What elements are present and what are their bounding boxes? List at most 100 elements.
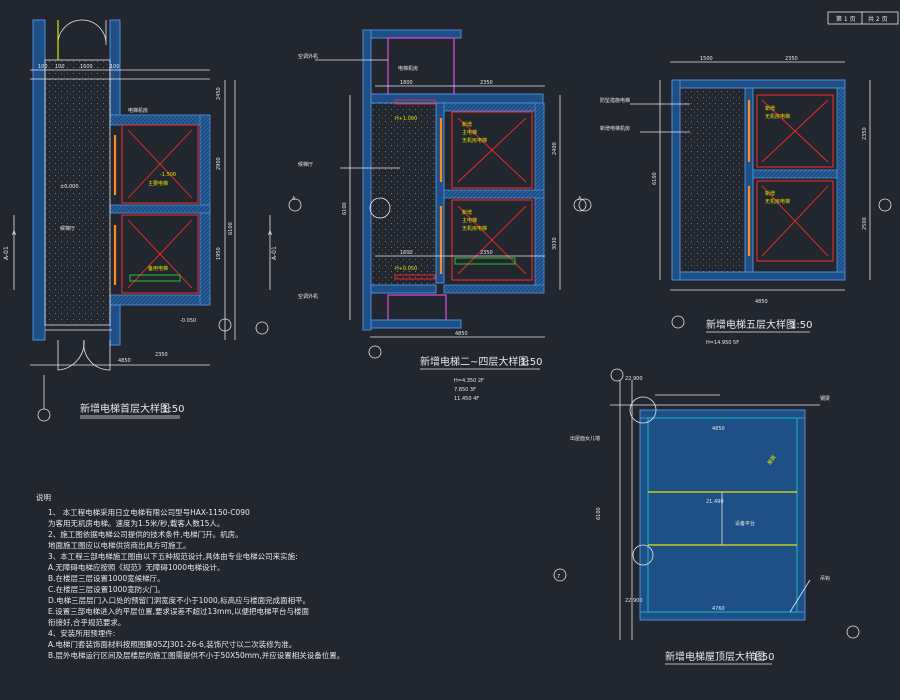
p2-tag-2: 主电梯	[462, 129, 477, 136]
p3-label-1: 防坠措施电梯	[600, 97, 630, 104]
p2-tag-6: 无机房电梯	[462, 225, 487, 232]
p2-level-4f: 11.450 4F	[454, 396, 479, 402]
p4-dim-top: 22.900	[625, 376, 643, 382]
p1-dim-v3: 6100	[228, 222, 234, 235]
p1-dim-bottom: 4850	[118, 358, 131, 364]
p1-label-depth: -1.500	[160, 172, 176, 178]
p3-tag-4: 无机房电梯	[765, 198, 790, 205]
p1-level: ±0.000	[60, 184, 79, 190]
p1-dim-v4: 2450	[216, 87, 222, 100]
p4-dim-bottom: 22.900	[625, 598, 643, 604]
note-9: D.电梯三层层门入口处的预留门洞宽度不小于1000,标高应与楼面完成面相平。	[48, 595, 310, 605]
p2-level-3f: 7.850 3F	[454, 387, 476, 393]
p1-dim-c: 1600	[80, 64, 93, 70]
p2-tag-4: 新增	[462, 209, 472, 216]
note-14: B.层外电梯运行区间及层楼层的施工图需提供不小于50X50mm,并应设置相关设备…	[48, 650, 344, 660]
design-notes: 说明 1、 本工程电梯采用日立电梯有限公司型号HAX-1150-C090 为客用…	[36, 492, 344, 660]
p4-dim-span2: 4760	[712, 606, 725, 612]
plan2-title: 新增电梯二~四层大样图	[420, 355, 528, 368]
plan4-title: 新增电梯屋顶层大样图	[665, 650, 765, 663]
p1-label-room: 电梯机房	[128, 107, 148, 114]
elevator-car-lower	[121, 214, 199, 294]
p2-tag-5: 主电梯	[462, 217, 477, 224]
p4-label-platform: 设备平台	[735, 520, 755, 527]
p2-dim-v3: 3030	[552, 237, 558, 250]
p4-dim-v: 6100	[596, 507, 602, 520]
p2-axis-b: A	[578, 196, 582, 202]
p3-tag-2: 无机房电梯	[765, 113, 790, 120]
p2-dim-4: 2350	[480, 250, 493, 256]
p3-tag-1: 新增	[765, 105, 775, 112]
p4-dim-lvl: 21.490	[706, 499, 724, 505]
p2-label-lobby: 候梯厅	[298, 161, 313, 168]
shaft-bottom	[387, 294, 447, 321]
p1-dim-a: 100	[38, 64, 48, 70]
p3-dim-v3: 2500	[862, 217, 868, 230]
p2-dim-v2: 2400	[552, 142, 558, 155]
elevator-tag-backup: 备用电梯	[148, 265, 168, 272]
plan4-scale: 1:50	[752, 652, 774, 663]
p1-axis-a-left: A	[12, 230, 17, 237]
note-1: 1、 本工程电梯采用日立电梯有限公司型号HAX-1150-C090	[48, 507, 250, 517]
note-13: A.电梯门套装饰面材料按照图集05ZJ301-26-6,装饰尺寸以二次装修为准。	[48, 639, 296, 649]
plan-roof: 22.900 22.900 4850 4760 21.490 6100 设备平台…	[553, 368, 860, 665]
p4-axis-num: 7	[557, 574, 560, 580]
note-8: C.在楼层三层设置1000宽防火门。	[48, 584, 165, 594]
p2-label-room: 电梯机房	[398, 65, 418, 72]
p2-axis-a: A	[292, 196, 296, 202]
p3-dim-v1: 6100	[652, 172, 658, 185]
elevator-car-upper	[121, 124, 199, 204]
p3-dim-1: 1500	[700, 56, 713, 62]
p2-dim-5: 4850	[455, 331, 468, 337]
corridor-hatch	[45, 60, 110, 325]
p1-section-left: A-01	[3, 246, 10, 260]
p2-label-ac: 空调外机	[298, 53, 318, 60]
p2-tag-1: 新增	[462, 121, 472, 128]
note-11: 衔接好,合乎规范要求。	[48, 617, 125, 627]
p2-dim-2: 2350	[480, 80, 493, 86]
plan1-title: 新增电梯首层大样图	[80, 402, 170, 415]
elevator-tag-main: 主要电梯	[148, 180, 168, 187]
p2-dim-1: 1800	[400, 80, 413, 86]
p4-label-parapet: 出屋面女儿墙	[570, 435, 600, 442]
p4-label-roof: 屋面	[767, 455, 778, 467]
plan2-scale: 1:50	[520, 357, 542, 368]
plan-fifth-floor: 新增 无机房电梯 新增 无机房电梯 防坠措施电梯 新增电梯机房 1500 235…	[578, 56, 892, 346]
p3-label-2: 新增电梯机房	[600, 125, 630, 132]
p1-dim-v2: 1950	[216, 247, 222, 260]
p3-level: H=14.950 5F	[706, 340, 739, 346]
p1-dim-d: 100	[110, 64, 120, 70]
p2-label-ac2: 空调外机	[298, 293, 318, 300]
title-block-total: 共 2 页	[868, 15, 888, 23]
title-block-page: 第 1 页	[836, 15, 856, 23]
note-2: 为客用无机房电梯。速度为1.5米/秒,载客人数15人。	[48, 518, 224, 528]
note-7: B.在楼层三层设置1000宽候梯厅。	[48, 573, 165, 583]
note-12: 4、安装所用预埋件:	[48, 628, 115, 638]
p3-dim-2: 2350	[785, 56, 798, 62]
p1-section-right: A-01	[271, 246, 278, 260]
p2-level-2f: H=4.350 2F	[454, 378, 484, 384]
p3-tag-3: 新增	[765, 190, 775, 197]
p1-axis-a-right: A	[268, 230, 273, 237]
note-5: 3、本工程三部电梯施工图由以下五种规范设计,具体由专业电梯公司来实施:	[48, 551, 298, 561]
p4-dim-span: 4850	[712, 426, 725, 432]
p1-dim-b: 100	[55, 64, 65, 70]
plan-floors-2-4: 新增 主电梯 无机房电梯 新增 主电梯 无机房电梯 空调外机 候梯厅 空调外机 …	[288, 29, 587, 402]
p2-label-level: H+1.000	[395, 116, 417, 122]
plan3-title: 新增电梯五层大样图	[706, 318, 796, 331]
p4-label-hook: 吊钩	[820, 575, 830, 582]
p1-label-pit: -0.050	[180, 318, 196, 324]
note-4: 地面施工图应以电梯供货商出具方可施工。	[48, 540, 191, 550]
p1-lobby: 候梯厅	[60, 225, 75, 232]
plan3-scale: 1:50	[790, 320, 812, 331]
p2-label-level2: H+0.050	[395, 266, 417, 272]
p1-dim-v1: 2900	[216, 157, 222, 170]
p2-dim-v1: 6100	[342, 202, 348, 215]
note-10: E.设置三部电梯进入的平层位置,要求误差不超过13mm,以便把电梯平台与楼面	[48, 606, 310, 616]
title-block: 第 1 页 共 2 页	[827, 11, 899, 25]
plan-first-floor: 主要电梯 备用电梯 100 100 1600 100 4850 2350 290…	[3, 19, 278, 422]
p2-tag-3: 无机房电梯	[462, 137, 487, 144]
p1-dim-bottom2: 2350	[155, 352, 168, 358]
plan1-scale: 1:50	[162, 404, 184, 415]
notes-heading: 说明	[36, 492, 51, 502]
